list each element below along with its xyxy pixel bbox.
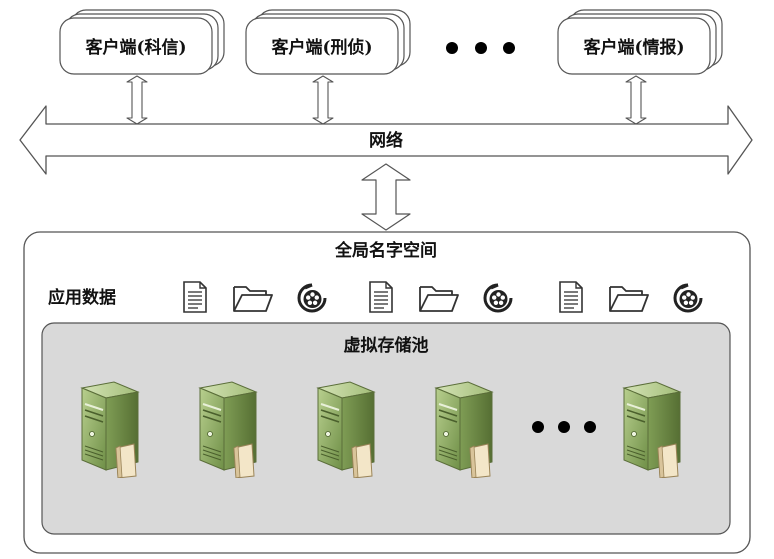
document-icon [559, 281, 583, 313]
client-stack-kexin: 客户端(科信) [59, 9, 225, 75]
server-icon [317, 381, 375, 478]
server-icon [81, 381, 139, 478]
client-label: 客户端(科信) [84, 37, 186, 58]
document-icon [183, 281, 207, 313]
network-namespace-connector [361, 163, 411, 231]
storage-pool-title: 虚拟存储池 [344, 335, 429, 356]
client-stack-qingbao: 客户端(情报) [557, 9, 723, 75]
server-row [81, 381, 681, 478]
client-stack-xingzhen: 客户端(刑侦) [245, 9, 411, 75]
network-label: 网络 [369, 130, 403, 151]
server-ellipsis-dots [532, 421, 596, 433]
network-arrow: 网络 [19, 105, 753, 175]
client-label: 客户端(情报) [582, 37, 684, 58]
server-icon [623, 381, 681, 478]
ellipsis-dots [446, 42, 515, 54]
server-icon [199, 381, 257, 478]
virtual-storage-pool: 虚拟存储池 [41, 322, 731, 535]
client-network-connector [126, 75, 148, 125]
server-icon [435, 381, 493, 478]
client-network-connector [312, 75, 334, 125]
app-data-label: 应用数据 [48, 287, 116, 308]
client-network-connector [625, 75, 647, 125]
client-label: 客户端(刑侦) [270, 37, 372, 58]
namespace-title: 全局名字空间 [334, 240, 437, 261]
document-icon [369, 281, 393, 313]
